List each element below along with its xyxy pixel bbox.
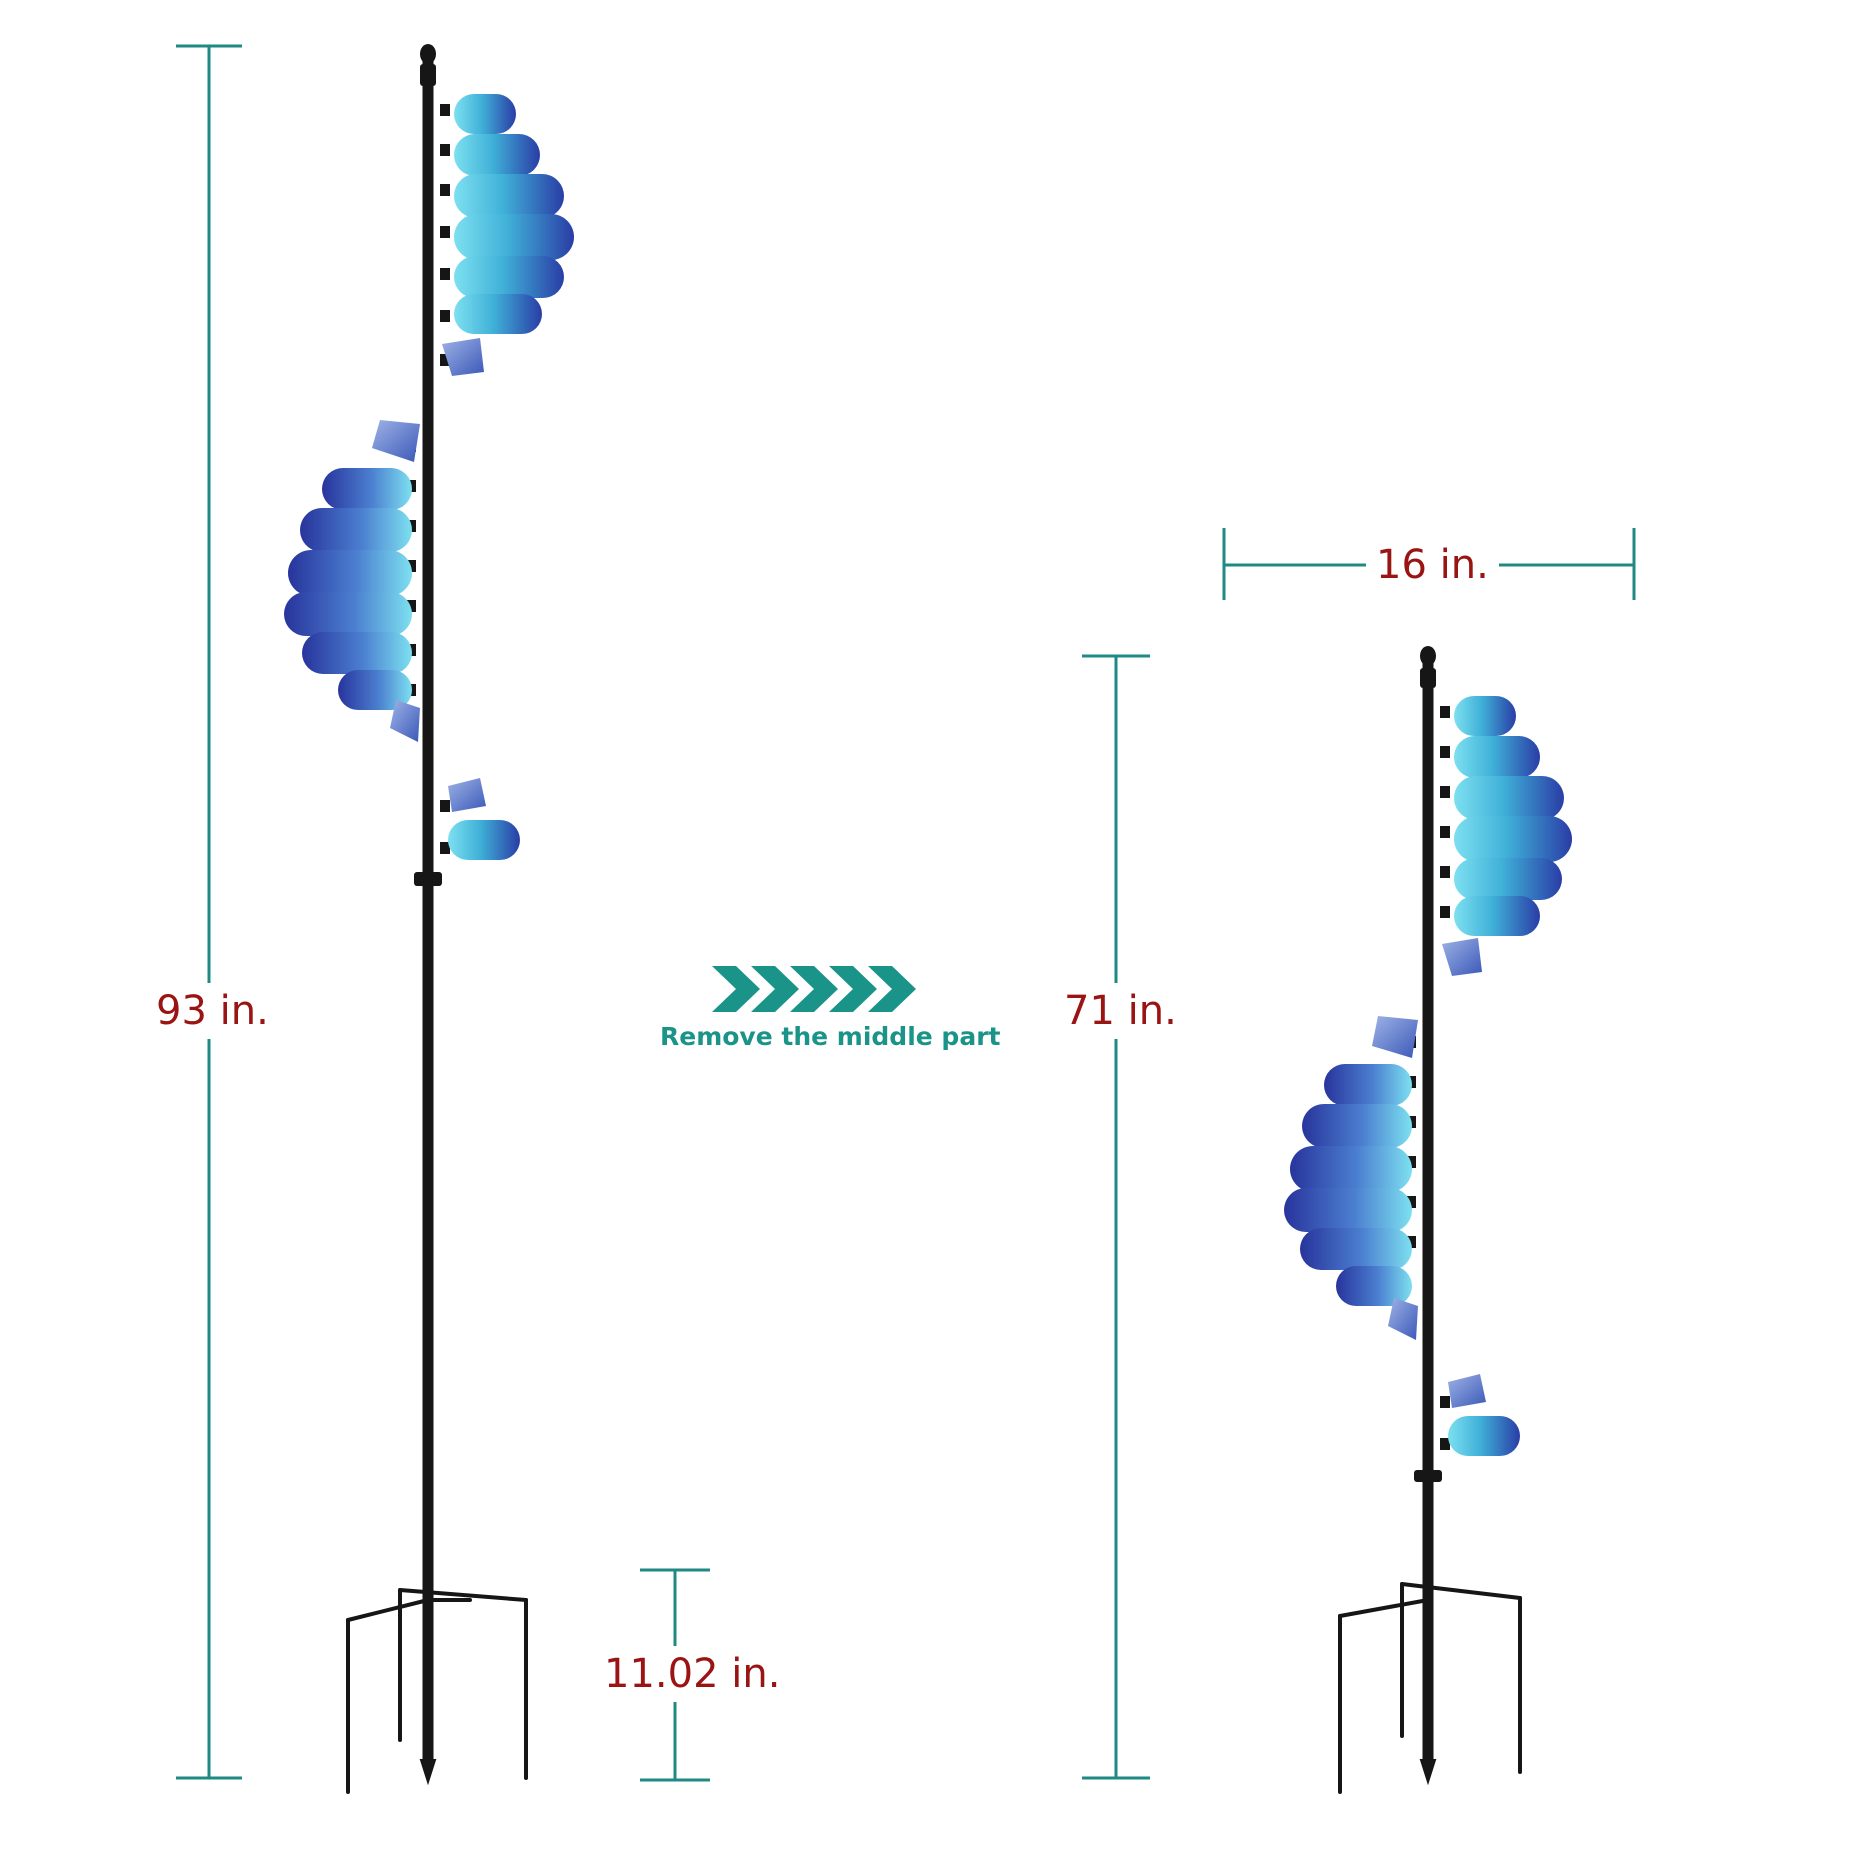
dimension-label-93in: 93 in. <box>146 983 279 1039</box>
dimension-line-93in <box>176 44 242 1780</box>
bottom-cups <box>448 778 520 860</box>
spiral-cups-lower <box>284 420 420 742</box>
spiral-cups-upper <box>1442 696 1572 976</box>
chevron-right-icon <box>868 966 916 1012</box>
spiral-cups-lower <box>1284 1016 1418 1340</box>
bottom-cups <box>1448 1374 1520 1456</box>
spiral-cups-upper <box>442 94 574 376</box>
dimension-line-71in <box>1082 654 1150 1780</box>
product-tall-illustration <box>284 44 574 1794</box>
product-short-illustration <box>1284 646 1572 1794</box>
chevron-right-icon <box>751 966 799 1012</box>
caption-remove-middle-part: Remove the middle part <box>660 1022 1001 1051</box>
chevron-right-icon <box>829 966 877 1012</box>
arrow-chevrons <box>712 966 916 1012</box>
dimension-label-16in: 16 in. <box>1366 537 1499 593</box>
dimension-label-71in: 71 in. <box>1054 983 1187 1039</box>
chevron-right-icon <box>712 966 760 1012</box>
dimension-label-11in: 11.02 in. <box>594 1646 791 1702</box>
chevron-right-icon <box>790 966 838 1012</box>
